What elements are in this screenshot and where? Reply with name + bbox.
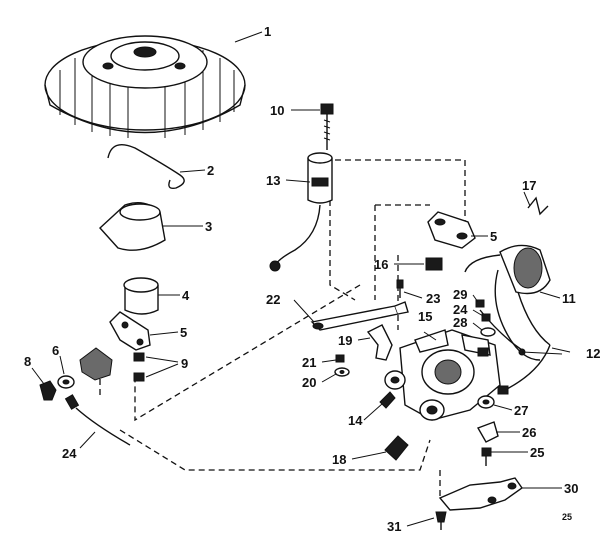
cam-part bbox=[123, 277, 159, 315]
drawing-code: 25 bbox=[562, 512, 572, 522]
callout-24-left: 24 bbox=[62, 446, 77, 461]
clamp-26-part bbox=[476, 421, 499, 443]
spring-clip-part bbox=[107, 144, 185, 190]
screw-part bbox=[133, 352, 145, 382]
callout-9: 9 bbox=[181, 356, 188, 371]
condenser-part bbox=[269, 152, 333, 272]
callout-15: 15 bbox=[418, 309, 432, 324]
callout-8: 8 bbox=[24, 354, 31, 369]
callout-29: 29 bbox=[453, 287, 467, 302]
screw-29-part bbox=[475, 299, 485, 308]
callout-labels: 1 2 3 4 5 5 6 8 9 10 11 12 13 14 15 16 1… bbox=[24, 24, 600, 534]
screw-21-part bbox=[335, 354, 345, 363]
callout-5-right: 5 bbox=[490, 229, 497, 244]
screw-31-part bbox=[435, 511, 447, 530]
callout-23: 23 bbox=[426, 291, 440, 306]
arm-part bbox=[366, 324, 393, 361]
callout-11: 11 bbox=[562, 291, 576, 306]
bracket-part bbox=[79, 347, 113, 381]
callout-28: 28 bbox=[453, 315, 467, 330]
callout-13: 13 bbox=[266, 173, 280, 188]
callout-19: 19 bbox=[338, 333, 352, 348]
callout-31: 31 bbox=[387, 519, 401, 534]
callout-4: 4 bbox=[182, 288, 190, 303]
screw-23-part bbox=[396, 279, 404, 298]
callout-1: 1 bbox=[264, 24, 271, 39]
callout-22: 22 bbox=[266, 292, 280, 307]
clip-part bbox=[425, 257, 443, 271]
breaker-arm-part bbox=[109, 311, 151, 351]
mounting-plate-part bbox=[427, 211, 476, 249]
lockwasher-part bbox=[57, 375, 75, 389]
lead-wire-part bbox=[64, 394, 131, 446]
bracket-30-part bbox=[438, 477, 523, 511]
nut-part bbox=[39, 380, 57, 401]
callout-12: 12 bbox=[586, 346, 600, 361]
callout-30: 30 bbox=[564, 481, 578, 496]
callout-16: 16 bbox=[374, 257, 388, 272]
callout-10: 10 bbox=[270, 103, 284, 118]
callout-18: 18 bbox=[332, 452, 346, 467]
breaker-cover-part bbox=[99, 202, 166, 251]
lever-part bbox=[310, 301, 409, 331]
callout-21: 21 bbox=[302, 355, 316, 370]
callout-3: 3 bbox=[205, 219, 212, 234]
nut-27-part bbox=[477, 395, 495, 409]
washer-28-part bbox=[480, 327, 496, 337]
flywheel-part bbox=[44, 35, 246, 138]
magneto-housing-part bbox=[384, 329, 501, 421]
screw-25-part bbox=[481, 447, 492, 466]
leader-lines bbox=[31, 31, 571, 527]
spring-part bbox=[527, 196, 549, 216]
callout-24-right: 24 bbox=[453, 302, 468, 317]
ignition-coil-part bbox=[464, 244, 551, 361]
assembly-dashed-lines bbox=[99, 159, 466, 500]
coil-screw-part bbox=[320, 103, 334, 150]
callout-17: 17 bbox=[522, 178, 536, 193]
screw-24-part bbox=[481, 313, 491, 322]
callout-26: 26 bbox=[522, 425, 536, 440]
callout-5-left: 5 bbox=[180, 325, 187, 340]
screw-14-part bbox=[379, 391, 396, 409]
callout-27: 27 bbox=[514, 403, 528, 418]
callout-14: 14 bbox=[348, 413, 363, 428]
callout-2: 2 bbox=[207, 163, 214, 178]
callout-6: 6 bbox=[52, 343, 59, 358]
bushing-18-part bbox=[384, 435, 409, 461]
callout-20: 20 bbox=[302, 375, 316, 390]
callout-25: 25 bbox=[530, 445, 544, 460]
washer-20-part bbox=[334, 367, 350, 377]
